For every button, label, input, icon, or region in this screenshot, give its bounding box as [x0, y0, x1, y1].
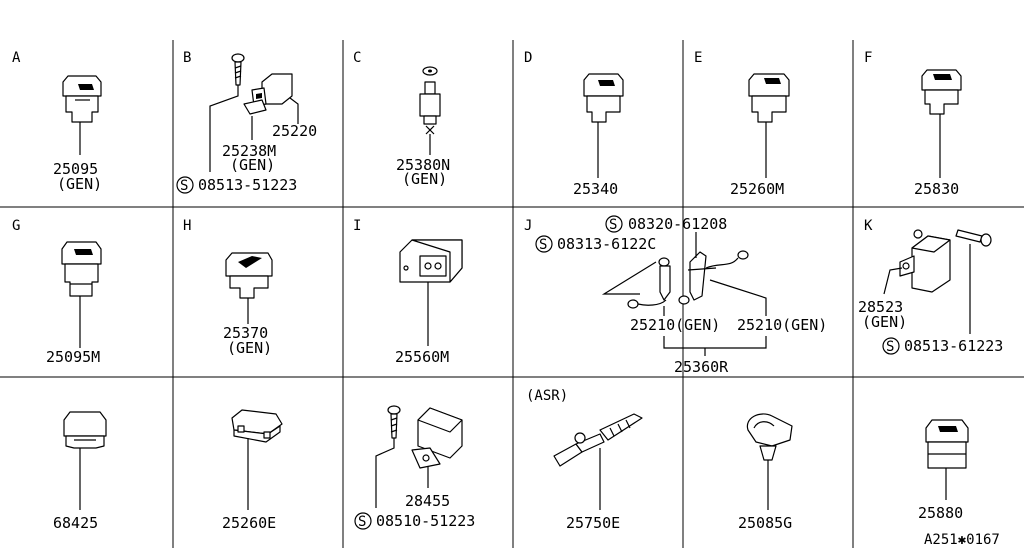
screw-number-mid: 08313-6122C — [557, 235, 656, 253]
svg-text:S: S — [609, 217, 617, 233]
part-number: 25560M — [395, 348, 449, 366]
switch-drawing — [925, 419, 969, 469]
cell-r3c2: 25260E — [222, 409, 283, 532]
cell-d: D 25340 — [524, 50, 624, 198]
cell-label-g: G — [12, 218, 20, 234]
switch-drawing — [61, 241, 102, 297]
cell-r3c1: 68425 — [53, 411, 107, 532]
gen-note: (GEN) — [227, 339, 272, 357]
cell-g: G 25095M — [12, 218, 102, 366]
switch-drawing — [583, 73, 624, 123]
cell-label-a: A — [12, 50, 21, 66]
sensor-drawing — [553, 413, 643, 467]
standard-part-symbol: S — [882, 337, 900, 355]
part-number: 25260E — [222, 514, 276, 532]
part-number-left: 25210(GEN) — [630, 316, 720, 334]
part-number: 68425 — [53, 514, 98, 532]
diagram-reference: A251✱0167 — [924, 532, 1000, 548]
cap-drawing — [231, 409, 283, 443]
part-number: 25085G — [738, 514, 792, 532]
svg-text:S: S — [180, 178, 188, 194]
cell-k: K 28523 (GEN) S 08513-61223 — [858, 218, 1003, 355]
switch-drawing — [62, 75, 102, 123]
cell-label-h: H — [183, 218, 191, 234]
part-number: 25750E — [566, 514, 620, 532]
gen-note: (GEN) — [862, 313, 907, 331]
cell-e: E 25260M — [694, 50, 790, 198]
cell-r3c4: (ASR) 25750E — [526, 388, 643, 532]
cell-label-b: B — [183, 50, 191, 66]
part-number: 25095 — [53, 160, 98, 178]
tag-asr: (ASR) — [526, 388, 568, 404]
sensor-drawing — [243, 73, 293, 115]
cell-i: I 25560M — [353, 218, 463, 366]
cell-label-i: I — [353, 218, 361, 234]
gen-note: (GEN) — [57, 175, 102, 193]
part-number-right: 25210(GEN) — [737, 316, 827, 334]
part-number: 28523 — [858, 298, 903, 316]
screw-number: 08510-51223 — [376, 512, 475, 530]
cell-h: H 25370 (GEN) — [183, 218, 273, 357]
cell-r3c3: 28455 S 08510-51223 — [354, 405, 475, 530]
relay-drawing — [411, 407, 463, 469]
part-number: 25380N — [396, 156, 450, 174]
standard-part-symbol: S — [354, 512, 372, 530]
switch-drawing — [921, 69, 962, 115]
relay-drawing — [899, 229, 951, 293]
cell-label-j: J — [524, 218, 532, 234]
cell-label-e: E — [694, 50, 702, 66]
screw-number: 08513-61223 — [904, 337, 1003, 355]
svg-text:S: S — [539, 237, 547, 253]
cell-r3c5: 25085G — [738, 413, 793, 532]
grid-lines — [0, 40, 1024, 548]
part-number-mid: 25238M — [222, 142, 276, 160]
clip-drawing — [746, 413, 793, 461]
cell-j: J S 08320-61208 S 08313-6122C 25210(GEN)… — [524, 215, 827, 376]
cell-b: B 25220 25238M (GEN) S 08513-51223 — [176, 50, 317, 194]
cell-r3c6: 25880 — [918, 419, 969, 522]
assembly-number: 25360R — [674, 358, 729, 376]
standard-part-symbol: S — [605, 215, 623, 233]
part-number: 25260M — [730, 180, 784, 198]
cell-c: C 25380N (GEN) — [353, 50, 450, 188]
gen-note: (GEN) — [230, 156, 275, 174]
cell-label-d: D — [524, 50, 532, 66]
cell-label-c: C — [353, 50, 361, 66]
screw-drawing — [387, 405, 401, 439]
part-number: 25095M — [46, 348, 100, 366]
screw-number: 08513-51223 — [198, 176, 297, 194]
part-number: 28455 — [405, 492, 450, 510]
cell-label-f: F — [864, 50, 872, 66]
screw-drawing — [231, 53, 245, 86]
part-number-top: 25220 — [272, 122, 317, 140]
connector-box-drawing — [399, 239, 463, 283]
part-number: 25340 — [573, 180, 618, 198]
cell-label-k: K — [864, 218, 873, 234]
gen-note: (GEN) — [402, 170, 447, 188]
standard-part-symbol: S — [176, 176, 194, 194]
part-number: 25830 — [914, 180, 959, 198]
switch-drawing — [225, 252, 273, 299]
part-number: 25880 — [918, 504, 963, 522]
cell-a: A 25095 (GEN) — [12, 50, 102, 193]
svg-text:S: S — [358, 514, 366, 530]
screw-number-top: 08320-61208 — [628, 215, 727, 233]
cell-f: F 25830 — [864, 50, 962, 198]
svg-text:S: S — [886, 339, 894, 355]
speed-sensor-drawing — [627, 250, 749, 309]
part-number: 25370 — [223, 324, 268, 342]
stop-lamp-switch-drawing — [419, 66, 441, 135]
standard-part-symbol: S — [535, 235, 553, 253]
cap-drawing — [63, 411, 107, 449]
screw-drawing — [955, 229, 992, 247]
switch-drawing — [748, 73, 790, 123]
